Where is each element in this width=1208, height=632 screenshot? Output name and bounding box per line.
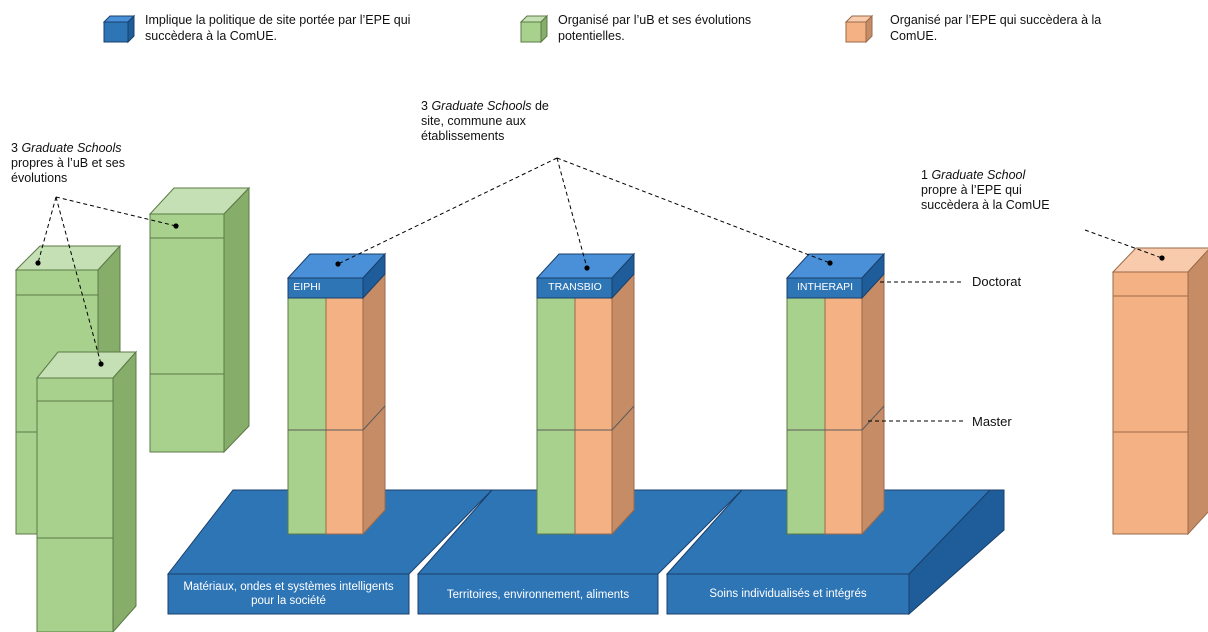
legend-blue-line2: succèdera à la ComUE. [145,28,278,43]
legend-cube-blue [102,14,136,44]
tower-segment-line-side [611,405,635,431]
platform-3-line1: Soins individualisés et intégrés [709,588,867,600]
callout-epe: 1 Graduate School propre à l’EPE qui suc… [921,168,1050,213]
ub-tower-front [35,350,138,632]
callout-ub-prefix: 3 [11,141,22,155]
callout-ub: 3 Graduate Schools propres à l’uB et ses… [11,141,125,186]
tower-cap-side [362,252,386,300]
platform-label-1: Matériaux, ondes et systèmes intelligent… [168,574,409,614]
gs-label-transbio: TRANSBIO [548,281,602,293]
callout-ub-italic: Graduate Schools [21,141,122,155]
callout-epe-prefix: 1 [921,168,932,182]
legend-cube-green [519,14,549,44]
tower-orange-side [861,252,885,536]
leader-lines [37,157,1163,422]
legend-cube-orange [844,14,874,44]
tower-orange-side [362,252,386,536]
legend-green-line1: Organisé par l’uB et ses évolutions [558,13,752,27]
tower-orange-face [325,297,364,535]
tower-cap-side [611,252,635,300]
callout-epe-line2: propre à l’EPE qui [921,183,1022,197]
tower-segment-line-side [861,405,885,431]
callout-site-suffix: de [531,99,549,113]
legend-green-text: Organisé par l’uB et ses évolutions pote… [558,13,751,44]
callout-site: 3 Graduate Schools de site, commune aux … [421,99,549,144]
callout-epe-line3: succèdera à la ComUE [921,198,1050,212]
legend-blue-line1: Implique la politique de site portée par… [145,13,411,27]
site-towers [286,252,886,536]
callout-site-line3: établissements [421,129,505,143]
tower-orange-face [824,297,863,535]
ub-tower-back [148,186,251,454]
callout-ub-line2: propres à l’uB et ses [11,156,125,170]
tower-green-face [536,297,576,535]
gs-label-eiphi: EIPHI [293,281,321,293]
callout-site-italic: Graduate Schools [431,99,532,113]
tower-orange-side [611,252,635,536]
platform-label-3: Soins individualisés et intégrés [667,574,909,614]
level-master: Master [972,414,1012,429]
tower-segment-line-side [362,405,386,431]
platform-2-line1: Territoires, environnement, aliments [446,589,630,601]
tower-green-face [786,297,826,535]
callout-ub-line3: évolutions [11,171,68,185]
legend-green-line2: potentielles. [558,28,625,43]
leader-dots [35,223,1165,367]
epe-tower [1111,247,1208,536]
level-doctorat: Doctorat [972,274,1022,289]
platform-1-line2: pour la société [251,595,326,607]
tower-orange-face [574,297,613,535]
tower-cap-side [861,252,885,300]
legend-orange-line2: ComUE. [890,28,938,43]
legend-blue-text: Implique la politique de site portée par… [145,13,410,44]
tower-green-face [287,297,327,535]
gs-label-intherapi: INTHERAPI [796,281,853,293]
legend-orange-text: Organisé par l’EPE qui succèdera à la Co… [890,13,1101,44]
callout-epe-italic: Graduate School [931,168,1026,182]
platform-label-2: Territoires, environnement, aliments [418,574,658,616]
callout-site-line2: site, commune aux [421,114,526,128]
callout-site-prefix: 3 [421,99,432,113]
platform-1-line1: Matériaux, ondes et systèmes intelligent… [183,581,394,593]
legend-orange-line1: Organisé par l’EPE qui succèdera à la [890,13,1102,27]
